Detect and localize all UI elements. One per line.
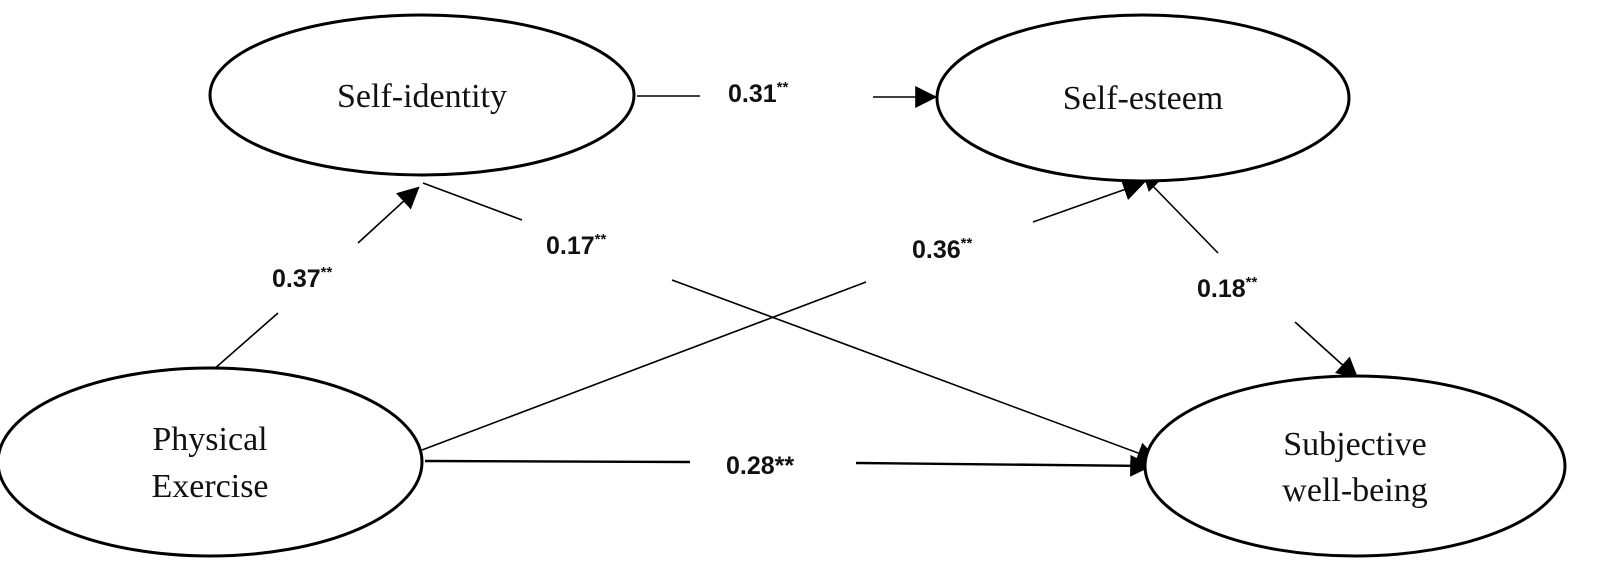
node-physical-exercise: Physical Exercise <box>0 366 424 558</box>
coef-exercise-to-identity-value: 0.37 <box>272 265 321 293</box>
coef-identity-to-esteem-sig: ** <box>777 79 789 96</box>
coef-exercise-to-wellbeing-value: 0.28 <box>726 452 775 480</box>
path-exercise-to-esteem-arrow <box>1032 179 1146 223</box>
node-self-identity-ellipse <box>208 13 636 177</box>
coef-exercise-to-esteem-value: 0.36 <box>912 236 961 264</box>
node-self-identity-label: Self-identity <box>337 78 507 115</box>
coef-esteem-to-wellbeing: 0.18** <box>1197 274 1258 303</box>
node-physical-exercise-label-line-2: Exercise <box>151 468 268 505</box>
coef-identity-to-wellbeing-value: 0.17 <box>546 232 595 260</box>
coef-exercise-to-identity: 0.37** <box>272 264 333 293</box>
node-subjective-well-being-label-line-1: Subjective <box>1283 426 1427 463</box>
node-physical-exercise-ellipse <box>0 366 424 558</box>
path-exercise-to-wellbeing-arrow <box>855 454 1153 477</box>
node-self-identity: Self-identity <box>208 13 636 177</box>
node-subjective-well-being-ellipse <box>1143 374 1567 558</box>
node-subjective-well-being-label-line-2: well-being <box>1282 472 1427 509</box>
coef-identity-to-esteem-value: 0.31 <box>728 80 777 108</box>
coef-identity-to-esteem: 0.31** <box>728 79 789 108</box>
node-self-esteem: Self-esteem <box>935 13 1351 183</box>
path-exercise-to-identity-segment-1 <box>212 312 279 371</box>
path-esteem-to-wellbeing-segment-1 <box>1144 176 1219 254</box>
path-exercise-to-identity <box>212 186 420 371</box>
path-exercise-to-wellbeing-segment-1 <box>424 459 691 464</box>
coef-exercise-to-esteem: 0.36** <box>912 235 973 264</box>
path-esteem-to-wellbeing <box>1144 176 1359 380</box>
path-exercise-to-esteem <box>421 179 1146 451</box>
node-self-esteem-label: Self-esteem <box>1063 80 1224 117</box>
path-exercise-to-identity-arrow <box>357 186 420 244</box>
coef-exercise-to-wellbeing-sig: ** <box>775 452 795 480</box>
coef-exercise-to-wellbeing: 0.28** <box>726 452 794 480</box>
node-subjective-well-being: Subjective well-being <box>1143 374 1567 558</box>
path-identity-to-wellbeing-segment-1 <box>422 182 523 221</box>
coef-exercise-to-esteem-sig: ** <box>961 235 973 252</box>
node-self-esteem-ellipse <box>935 13 1351 183</box>
path-exercise-to-wellbeing <box>424 454 1153 477</box>
path-identity-to-esteem <box>637 86 938 108</box>
coef-identity-to-wellbeing-sig: ** <box>595 231 607 248</box>
coef-identity-to-wellbeing: 0.17** <box>546 231 607 260</box>
coef-esteem-to-wellbeing-value: 0.18 <box>1197 275 1246 303</box>
path-esteem-to-wellbeing-arrow <box>1294 321 1359 380</box>
coef-exercise-to-identity-sig: ** <box>321 264 333 281</box>
node-physical-exercise-label-line-1: Physical <box>152 421 267 458</box>
path-exercise-to-esteem-segment-1 <box>421 281 867 451</box>
path-identity-to-wellbeing <box>422 182 1160 464</box>
coef-esteem-to-wellbeing-sig: ** <box>1246 274 1258 291</box>
path-identity-to-wellbeing-arrow <box>671 279 1160 464</box>
